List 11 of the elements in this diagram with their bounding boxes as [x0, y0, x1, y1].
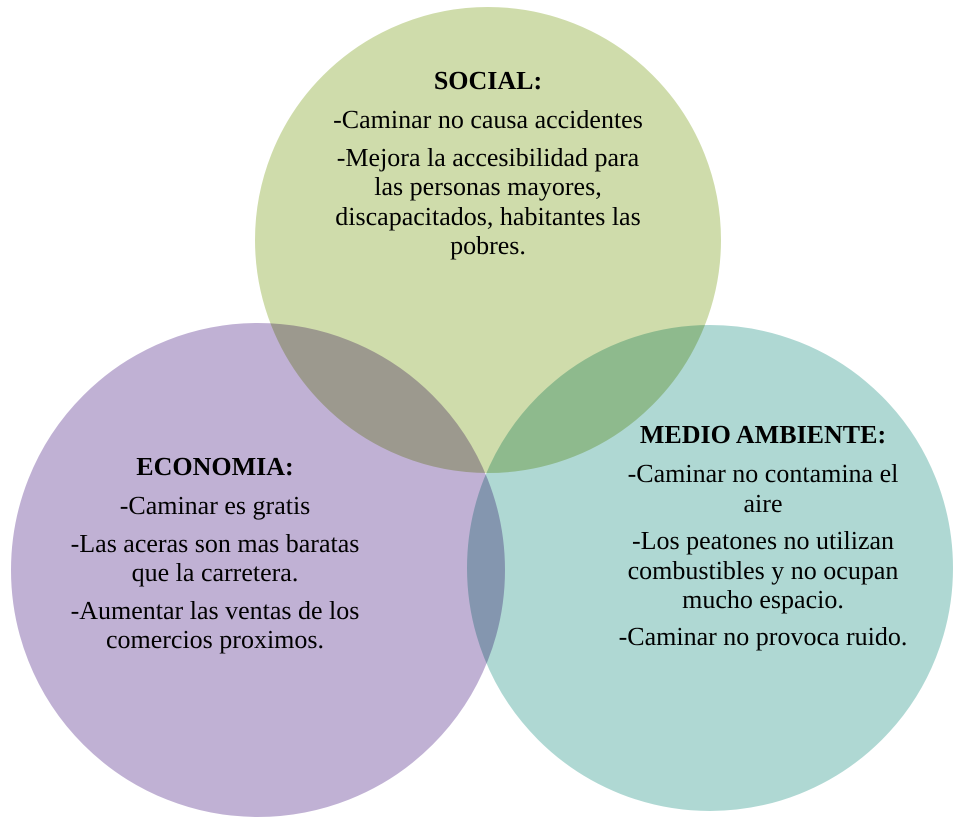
- circle-heading: SOCIAL:: [432, 66, 544, 96]
- circle-text: -Mejora la accesibilidad para las personas mayores, discapacitados, habitantes las pobres.: [334, 142, 642, 260]
- circle-text: -Caminar no provoca ruido.: [618, 622, 908, 652]
- circle-text: -Las aceras son mas baratas que la carretera.: [70, 528, 360, 588]
- circle-text: -Caminar no contamina el aire: [626, 459, 900, 518]
- circle-text: -Caminar es gratis: [118, 491, 312, 521]
- circle-heading: ECONOMIA:: [135, 452, 295, 482]
- circle-text: -Caminar no causa accidentes: [333, 105, 643, 135]
- circle-text: -Aumentar las ventas de los comercios proximos.: [70, 596, 360, 654]
- circle-heading: MEDIO AMBIENTE:: [638, 420, 888, 450]
- circle-text: -Los peatones no utilizan combustibles y no ocupan mucho espacio.: [626, 526, 900, 614]
